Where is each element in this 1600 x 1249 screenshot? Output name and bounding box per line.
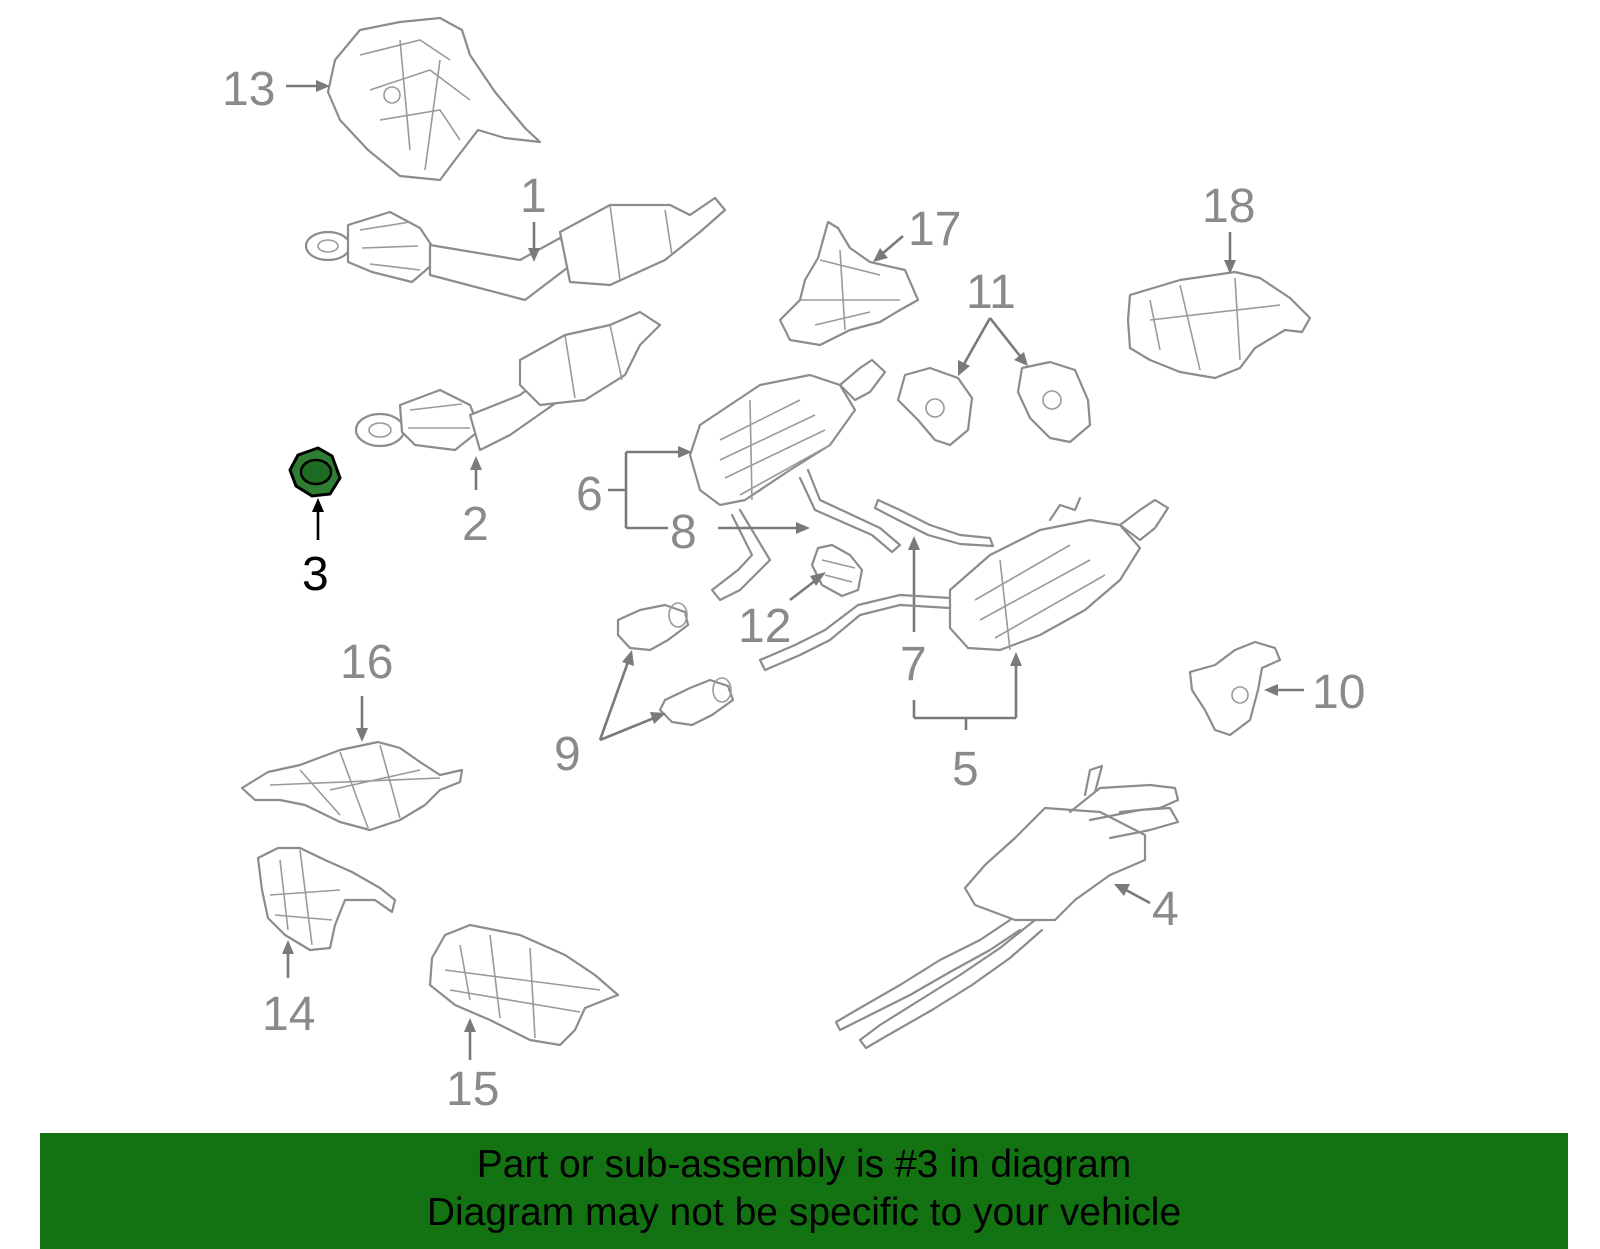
callout-18: 18 [1202,180,1255,233]
part-7-bracket[interactable] [873,498,995,548]
part-8-pipe[interactable] [798,468,902,554]
part-9-clamp-upper[interactable] [616,602,690,652]
callout-8: 8 [670,506,697,559]
leader-5 [912,652,1022,730]
callout-9: 9 [554,728,581,781]
info-banner: Part or sub-assembly is #3 in diagram Di… [40,1133,1568,1249]
banner-line-2: Diagram may not be specific to your vehi… [426,1191,1182,1234]
leader-17 [873,235,904,262]
leader-15 [464,1018,476,1060]
leader-11 [958,317,1028,376]
callout-17: 17 [908,203,961,256]
part-16-heat-shield[interactable] [240,740,464,832]
callout-2: 2 [462,498,489,551]
part-14-heat-shield[interactable] [256,846,397,952]
leader-6-8 [608,446,810,534]
part-13-heat-shield[interactable] [326,16,542,182]
leader-13 [286,80,330,92]
leader-14 [282,940,294,978]
leader-7 [908,536,920,632]
part-11-hanger-right[interactable] [1016,360,1092,444]
part-5-rear-muffler[interactable] [758,496,1170,672]
leader-3 [312,498,324,540]
callout-7: 7 [900,638,927,691]
part-17-heat-shield[interactable] [778,220,920,347]
part-12-clamp[interactable] [810,543,864,598]
callout-11: 11 [966,266,1016,319]
callout-10: 10 [1312,666,1365,719]
callout-16: 16 [340,636,393,689]
part-10-hanger[interactable] [1188,640,1282,737]
part-18-heat-shield[interactable] [1126,270,1312,380]
part-2-front-pipe[interactable] [354,310,662,452]
part-15-heat-shield[interactable] [428,923,620,1047]
leader-18 [1224,232,1236,274]
callout-5: 5 [952,743,979,796]
part-9-clamp-lower[interactable] [658,677,735,727]
part-1-front-pipe[interactable] [304,196,727,302]
callout-3: 3 [302,548,329,601]
callout-13: 13 [222,63,275,116]
leader-10 [1264,684,1304,696]
leader-9 [598,650,666,742]
callout-1: 1 [520,170,547,223]
callout-12: 12 [738,600,791,653]
leader-16 [356,696,368,742]
part-3-gasket-highlighted[interactable] [288,446,342,498]
leader-4 [1114,884,1151,905]
callout-15: 15 [446,1063,499,1116]
callout-14: 14 [262,988,315,1041]
part-6-center-muffler[interactable] [688,358,887,602]
callout-6: 6 [576,468,603,521]
leader-2 [470,456,482,490]
leader-1 [528,222,540,262]
callout-4: 4 [1152,883,1179,936]
part-11-hanger-left[interactable] [896,366,974,447]
banner-line-1: Part or sub-assembly is #3 in diagram [476,1143,1132,1186]
leader-12 [789,572,826,602]
part-4-rear-muffler-tailpipes[interactable] [834,764,1180,1050]
